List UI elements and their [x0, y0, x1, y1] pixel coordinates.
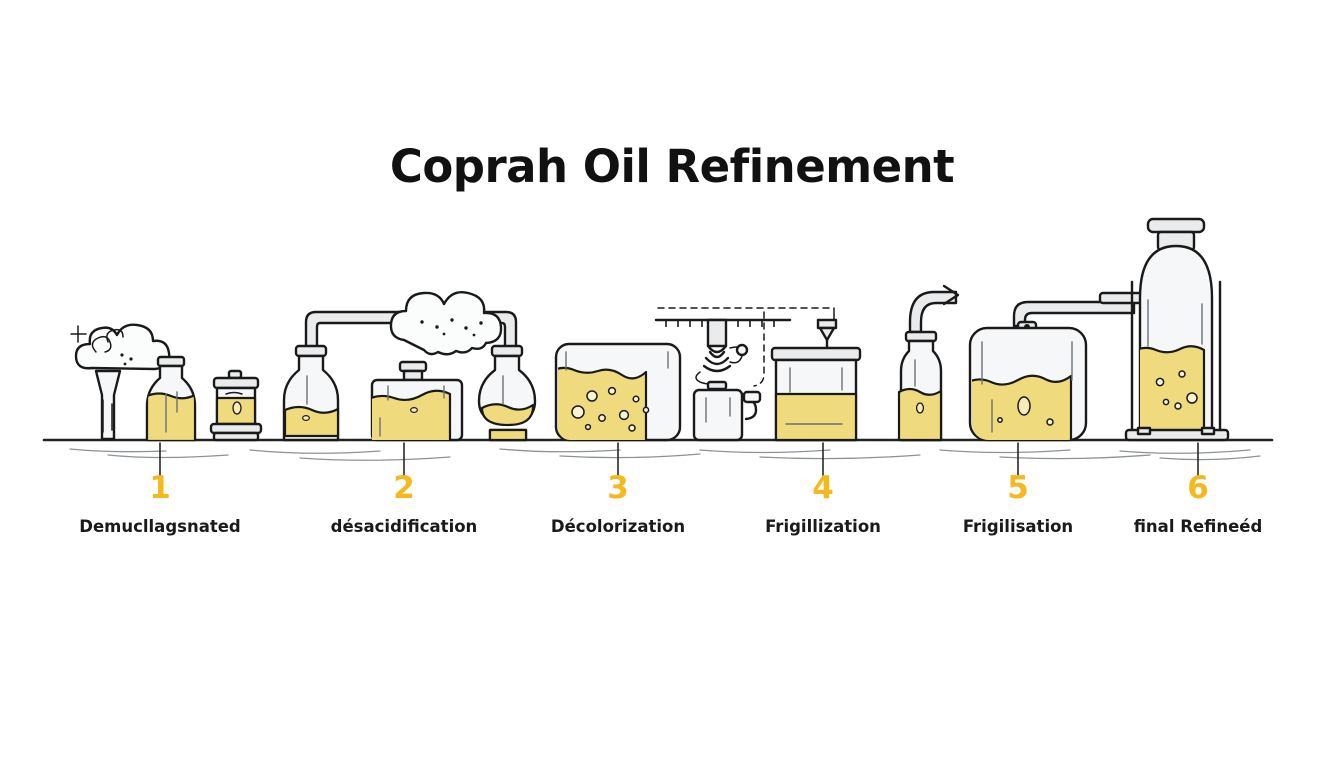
step-label-1: Demucllagsnated — [79, 517, 241, 536]
flask-left — [282, 344, 340, 442]
step-4-illustration — [654, 307, 862, 442]
step-label-6: final Refineéd — [1133, 517, 1263, 536]
bottle-with-arrow-spout — [897, 284, 960, 442]
ground-line — [42, 438, 1274, 461]
step-1-illustration — [70, 323, 263, 442]
step-number-5: 5 — [1007, 470, 1029, 506]
oil-bottle — [145, 355, 197, 442]
step-number-1: 1 — [149, 470, 171, 506]
step-label-5: Frigilisation — [962, 517, 1074, 536]
flask-right — [477, 344, 537, 442]
leader-lines — [159, 442, 1199, 479]
funnel-icon — [94, 369, 122, 441]
step-label-4: Frigillization — [765, 517, 881, 536]
step-2-illustration — [282, 290, 537, 442]
step-number-2: 2 — [393, 470, 415, 506]
step-3-illustration — [554, 342, 682, 442]
step-6-illustration — [1098, 217, 1230, 442]
step-number-6: 6 — [1187, 470, 1209, 506]
step-number-4: 4 — [812, 470, 834, 506]
step-number-3: 3 — [607, 470, 629, 506]
page-title: Coprah Oil Refinement — [389, 140, 955, 193]
steam-cloud-icon — [74, 323, 171, 371]
center-tank — [370, 360, 464, 442]
sparkle-icon — [70, 325, 87, 343]
step-label-3: Décolorization — [550, 517, 686, 536]
collection-tank — [968, 326, 1088, 442]
step-5-illustration — [897, 284, 1136, 442]
small-vessel — [209, 369, 263, 442]
vapor-cloud-icon — [389, 290, 503, 356]
step-label-2: désacidification — [330, 517, 478, 536]
